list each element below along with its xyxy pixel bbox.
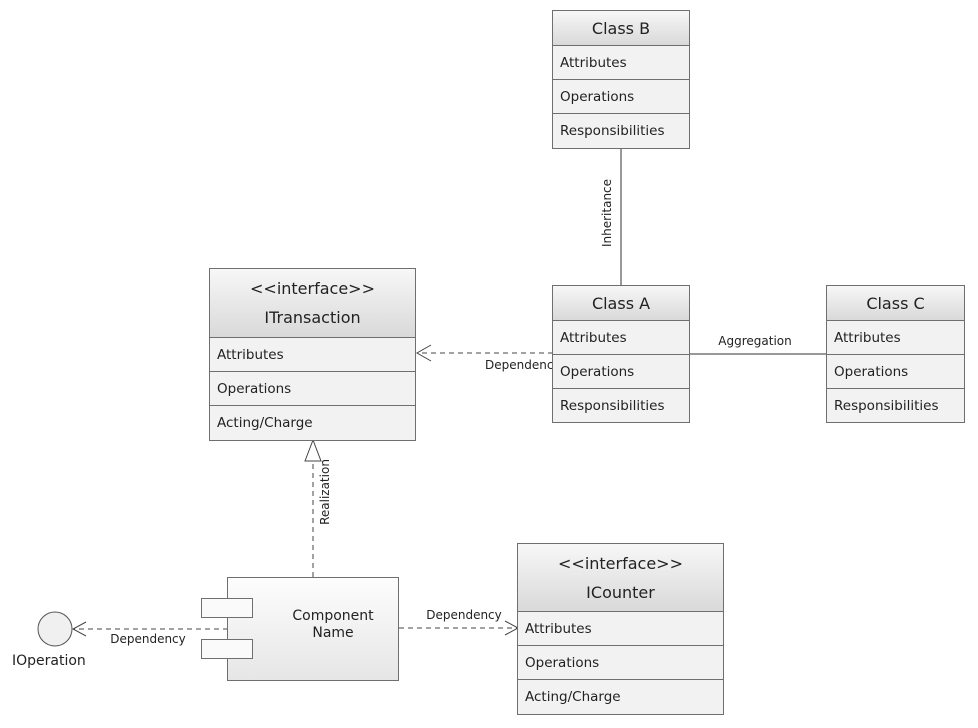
itransaction-box[interactable]: <<interface>> ITransaction Attributes Op…	[209, 268, 416, 441]
ioperation-interface-circle[interactable]	[37, 611, 73, 647]
class-c-operations-row[interactable]: Operations	[827, 355, 964, 389]
itransaction-stereotype: <<interface>>	[250, 279, 375, 298]
component-label-line2: Name	[312, 625, 354, 641]
class-c-title: Class C	[866, 293, 925, 313]
itransaction-title: ITransaction	[264, 308, 361, 327]
component-label: Component Name	[268, 608, 398, 642]
class-c-box[interactable]: Class C Attributes Operations Responsibi…	[826, 285, 965, 423]
icounter-header: <<interface>> ICounter	[518, 544, 723, 612]
class-b-box[interactable]: Class B Attributes Operations Responsibi…	[552, 10, 690, 149]
icounter-operations-row[interactable]: Operations	[518, 646, 723, 680]
component-label-line1: Component	[292, 608, 374, 624]
class-a-header: Class A	[553, 286, 689, 321]
itransaction-header: <<interface>> ITransaction	[210, 269, 415, 338]
aggregation-label: Aggregation	[718, 334, 791, 348]
icounter-stereotype: <<interface>>	[558, 553, 683, 573]
ioperation-label: IOperation	[12, 653, 86, 669]
realization-label: Realization	[318, 459, 332, 525]
icounter-acting-charge-row[interactable]: Acting/Charge	[525, 689, 621, 705]
class-a-responsibilities-row[interactable]: Responsibilities	[560, 398, 665, 414]
class-b-header: Class B	[553, 11, 689, 46]
class-a-title: Class A	[591, 293, 651, 313]
icounter-attributes-row[interactable]: Attributes	[518, 612, 723, 646]
component-box[interactable]: Component Name	[201, 577, 399, 681]
component-port-bottom	[201, 639, 253, 659]
class-b-operations-row[interactable]: Operations	[553, 80, 689, 114]
class-b-title: Class B	[591, 18, 651, 38]
icounter-box[interactable]: <<interface>> ICounter Attributes Operat…	[517, 543, 724, 715]
class-b-responsibilities-row[interactable]: Responsibilities	[560, 123, 665, 139]
icounter-title: ICounter	[586, 582, 655, 602]
class-a-box[interactable]: Class A Attributes Operations Responsibi…	[552, 285, 690, 423]
class-a-operations-row[interactable]: Operations	[553, 355, 689, 389]
class-a-attributes-row[interactable]: Attributes	[553, 321, 689, 355]
itransaction-acting-charge-row[interactable]: Acting/Charge	[217, 415, 313, 431]
class-c-attributes-row[interactable]: Attributes	[827, 321, 964, 355]
dependency-a-itransaction-label: Dependency	[485, 358, 561, 372]
dependency-component-ioperation-label: Dependency	[110, 632, 186, 646]
class-c-responsibilities-row[interactable]: Responsibilities	[834, 398, 939, 414]
component-port-top	[201, 598, 253, 618]
dependency-component-ioperation-arrowhead	[71, 621, 87, 637]
inheritance-label: Inheritance	[600, 179, 614, 247]
itransaction-operations-row[interactable]: Operations	[210, 372, 415, 406]
dependency-a-itransaction-arrowhead	[415, 344, 432, 362]
class-b-attributes-row[interactable]: Attributes	[553, 46, 689, 80]
realization-arrowhead	[304, 438, 322, 462]
itransaction-attributes-row[interactable]: Attributes	[210, 338, 415, 372]
class-c-header: Class C	[827, 286, 964, 321]
dependency-component-icounter-label: Dependency	[426, 608, 502, 622]
